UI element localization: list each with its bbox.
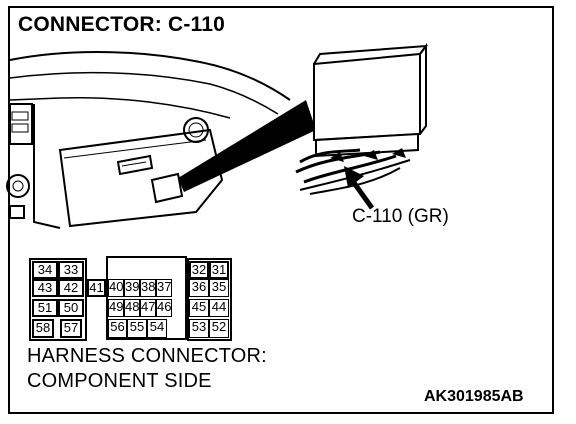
pin-44: 44 (209, 299, 229, 317)
pin-34: 34 (32, 261, 58, 279)
pin-58: 58 (32, 319, 54, 338)
connector-right-block (187, 258, 232, 341)
pin-31: 31 (209, 261, 229, 279)
connector-left-block (29, 258, 87, 341)
pin-49: 49 (108, 299, 124, 317)
figure-frame (8, 6, 554, 414)
pin-55: 55 (127, 319, 147, 338)
pin-56: 56 (108, 319, 127, 338)
pin-57: 57 (60, 319, 82, 338)
pin-47: 47 (140, 299, 156, 317)
pin-41: 41 (87, 279, 106, 297)
pin-38: 38 (140, 279, 156, 297)
harness-connector-label: HARNESS CONNECTOR: (27, 345, 267, 367)
pin-37: 37 (156, 279, 172, 297)
pin-53: 53 (189, 319, 209, 338)
pin-51: 51 (32, 299, 58, 317)
connector-callout-label: C-110 (GR) (352, 206, 449, 227)
pin-43: 43 (32, 279, 58, 297)
component-side-label: COMPONENT SIDE (27, 370, 212, 392)
pin-35: 35 (209, 279, 229, 297)
pin-40: 40 (108, 279, 124, 297)
pin-33: 33 (58, 261, 84, 279)
pin-45: 45 (189, 299, 209, 317)
pin-39: 39 (124, 279, 140, 297)
connector-center-block (106, 256, 187, 340)
connector-title: CONNECTOR: C-110 (18, 13, 226, 36)
pin-48: 48 (124, 299, 140, 317)
figure-code: AK301985AB (424, 388, 524, 405)
pin-42: 42 (58, 279, 84, 297)
pin-54: 54 (147, 319, 167, 338)
pin-32: 32 (189, 261, 209, 279)
pin-36: 36 (189, 279, 209, 297)
pin-50: 50 (58, 299, 84, 317)
pin-46: 46 (156, 299, 172, 317)
pin-52: 52 (209, 319, 229, 338)
